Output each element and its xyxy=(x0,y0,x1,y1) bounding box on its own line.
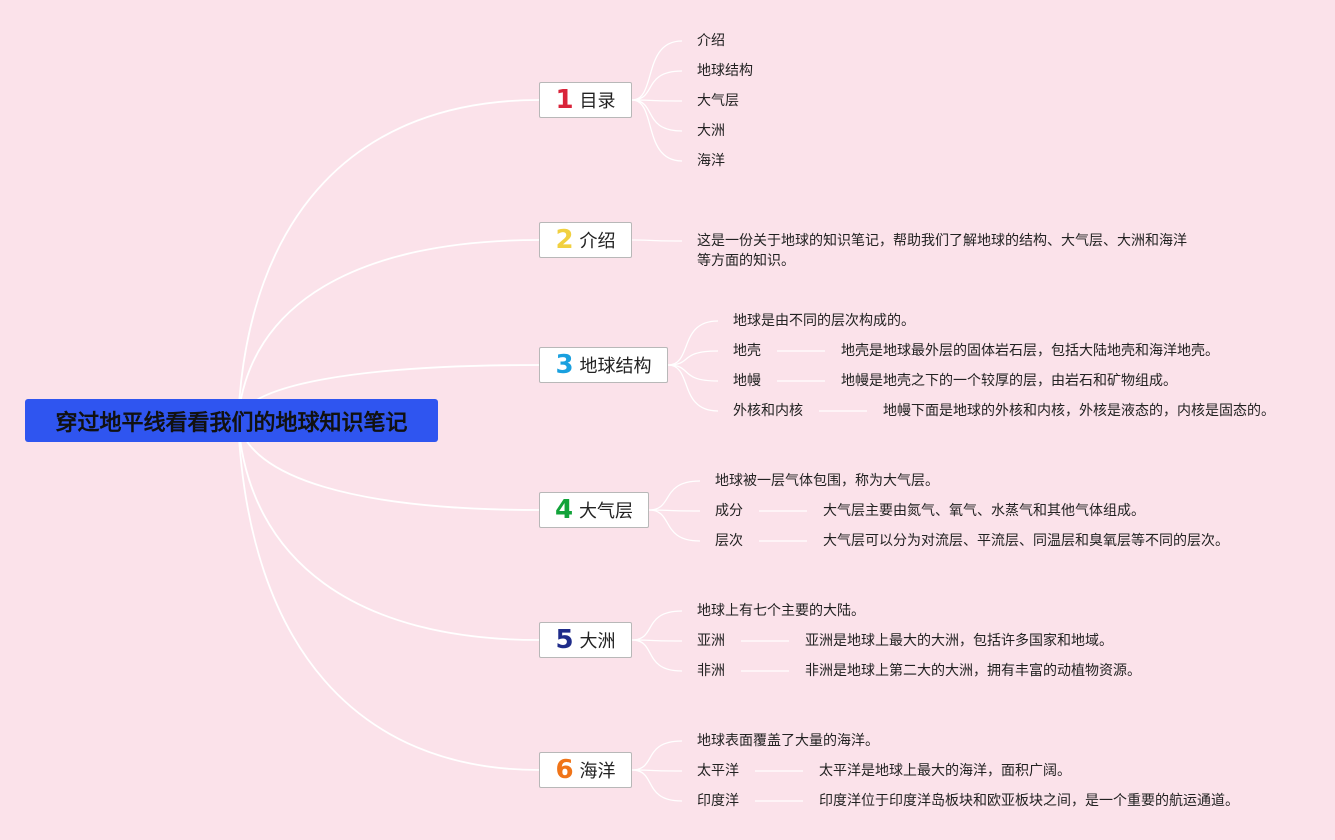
connector-line xyxy=(237,419,540,641)
leaf-detail[interactable]: 大气层可以分为对流层、平流层、同温层和臭氧层等不同的层次。 xyxy=(823,533,1229,549)
leaf-detail[interactable]: 大气层主要由氮气、氧气、水蒸气和其他气体组成。 xyxy=(823,503,1145,519)
connector-line xyxy=(237,419,540,771)
topic-label: 大洲 xyxy=(579,631,616,652)
topic-number: 6 xyxy=(555,755,574,785)
connector-line xyxy=(667,320,719,366)
root-label: 穿过地平线看看我们的地球知识笔记 xyxy=(55,410,408,436)
connector-line xyxy=(667,350,719,366)
connector-line xyxy=(631,610,683,641)
connector-line xyxy=(648,509,701,512)
connector-line xyxy=(648,509,701,542)
leaf-detail[interactable]: 亚洲是地球上最大的大洲，包括许多国家和地域。 xyxy=(805,633,1113,649)
connector-line xyxy=(631,769,683,802)
leaf-detail[interactable]: 地幔是地壳之下的一个较厚的层，由岩石和矿物组成。 xyxy=(841,373,1177,389)
leaf-item[interactable]: 地球表面覆盖了大量的海洋。 xyxy=(697,733,879,749)
connector-line xyxy=(667,364,719,412)
connector-line xyxy=(631,740,683,771)
leaf-item[interactable]: 大洲 xyxy=(697,123,725,139)
topic-number: 3 xyxy=(555,350,574,380)
connector-line xyxy=(237,99,540,421)
leaf-item[interactable]: 地球结构 xyxy=(697,63,753,79)
connector-line xyxy=(631,99,683,162)
leaf-item[interactable]: 印度洋 xyxy=(697,793,739,809)
leaf-item[interactable]: 层次 xyxy=(715,533,743,549)
topic-label: 目录 xyxy=(579,91,616,112)
connector-line xyxy=(631,99,683,102)
leaf-item[interactable]: 地球被一层气体包围，称为大气层。 xyxy=(715,473,939,489)
leaf-item[interactable]: 成分 xyxy=(715,503,743,519)
leaf-item[interactable]: 大气层 xyxy=(697,93,739,109)
leaf-item[interactable]: 这是一份关于地球的知识笔记，帮助我们了解地球的结构、大气层、大洲和海洋等方面的知… xyxy=(697,233,1187,269)
topic-number: 1 xyxy=(555,85,574,115)
topic-label: 大气层 xyxy=(579,501,634,522)
connector-line xyxy=(667,364,719,382)
leaf-detail[interactable]: 太平洋是地球上最大的海洋，面积广阔。 xyxy=(819,763,1071,779)
topic-label: 海洋 xyxy=(579,761,616,782)
leaf-item[interactable]: 太平洋 xyxy=(697,763,739,779)
topic-label: 介绍 xyxy=(579,231,616,252)
root-topic[interactable]: 穿过地平线看看我们的地球知识笔记 xyxy=(25,399,438,442)
connector-line xyxy=(237,239,540,421)
leaf-item[interactable]: 非洲 xyxy=(697,663,725,679)
connector-line xyxy=(631,239,683,242)
connector-line xyxy=(648,480,701,511)
leaf-item[interactable]: 地壳 xyxy=(733,343,761,359)
leaf-detail[interactable]: 地壳是地球最外层的固体岩石层，包括大陆地壳和海洋地壳。 xyxy=(841,343,1219,359)
connector-line xyxy=(631,639,683,642)
leaf-item[interactable]: 地球上有七个主要的大陆。 xyxy=(697,603,865,619)
connector-line xyxy=(631,40,683,101)
leaf-item[interactable]: 外核和内核 xyxy=(733,403,803,419)
leaf-item[interactable]: 海洋 xyxy=(697,153,725,169)
leaf-item[interactable]: 亚洲 xyxy=(697,633,725,649)
topic-label: 地球结构 xyxy=(579,356,652,377)
topic-number: 5 xyxy=(555,625,574,655)
connector-line xyxy=(631,769,683,772)
topic-number: 4 xyxy=(554,495,574,525)
leaf-item[interactable]: 地幔 xyxy=(733,373,761,389)
leaf-item[interactable]: 地球是由不同的层次构成的。 xyxy=(733,313,915,329)
connector-line xyxy=(631,99,683,132)
leaf-detail[interactable]: 印度洋位于印度洋岛板块和欧亚板块之间，是一个重要的航运通道。 xyxy=(819,793,1239,809)
topic-number: 2 xyxy=(555,225,574,255)
leaf-detail[interactable]: 非洲是地球上第二大的大洲，拥有丰富的动植物资源。 xyxy=(805,663,1141,679)
connector-line xyxy=(631,70,683,101)
leaf-item[interactable]: 介绍 xyxy=(697,33,725,49)
leaf-detail[interactable]: 地幔下面是地球的外核和内核，外核是液态的，内核是固态的。 xyxy=(883,403,1275,419)
connector-line xyxy=(631,639,683,672)
